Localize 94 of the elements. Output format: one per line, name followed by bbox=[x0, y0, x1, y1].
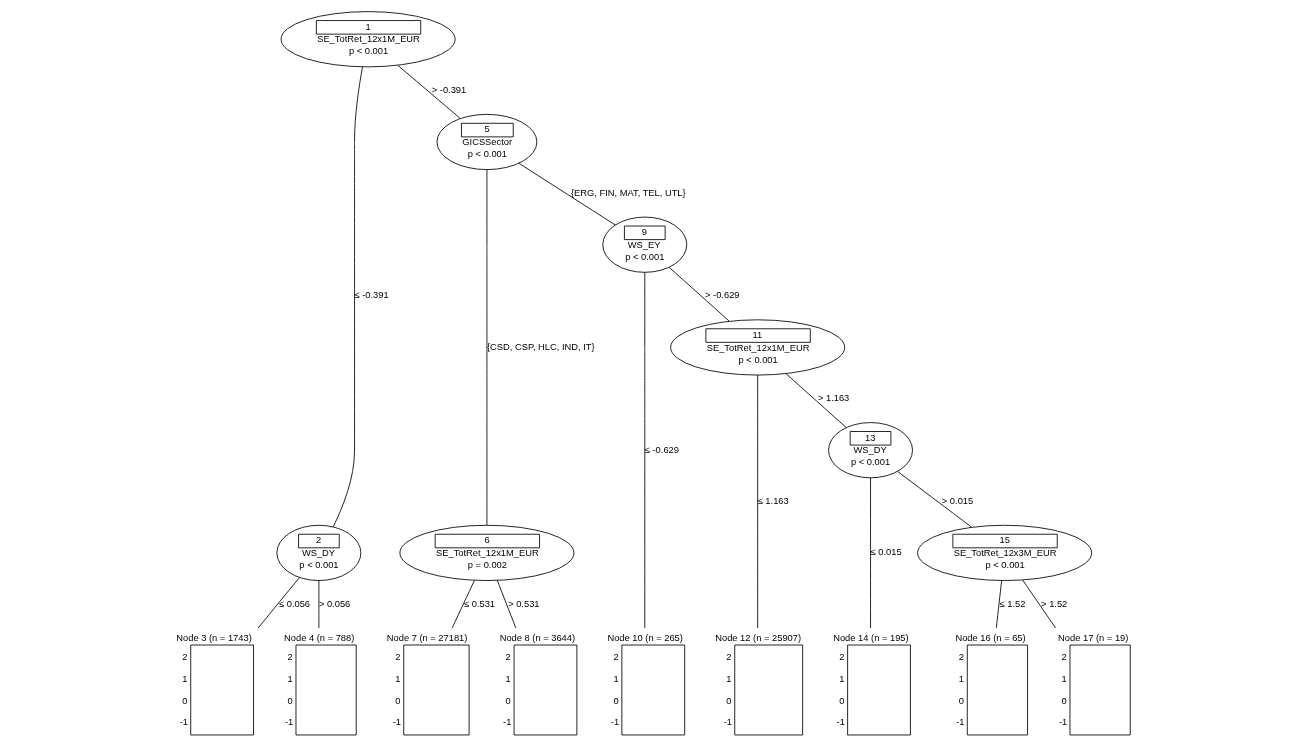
connector bbox=[517, 162, 616, 226]
node-label: 0 bbox=[505, 695, 511, 706]
node-label: 0 bbox=[394, 695, 400, 706]
connector bbox=[756, 374, 758, 629]
node-label: 0 bbox=[838, 695, 844, 706]
edge-label: {ERG, FIN, MAT, TEL, UTL} bbox=[570, 187, 686, 198]
connector bbox=[668, 267, 730, 322]
node-box bbox=[189, 644, 254, 736]
node-label: Node 3 (n = 1743) bbox=[175, 632, 252, 643]
node-label: 0 bbox=[286, 695, 293, 706]
connector bbox=[995, 580, 1002, 629]
node-box bbox=[513, 644, 577, 736]
connector bbox=[496, 580, 516, 629]
node-label: -1 bbox=[955, 717, 965, 728]
node-label: -1 bbox=[836, 717, 845, 728]
node-label: -1 bbox=[610, 717, 619, 728]
node-ellipse: 15 SE_TotRet_12x3M_EUR p < 0.001 bbox=[916, 524, 1092, 581]
node-box bbox=[620, 644, 685, 736]
node-label: 0 bbox=[958, 695, 964, 706]
node-label: 1 bbox=[958, 674, 964, 685]
node-label: 1 bbox=[612, 674, 619, 685]
edge-label: > 0.056 bbox=[318, 598, 350, 609]
connector bbox=[317, 580, 319, 629]
node-ellipse: 6 SE_TotRet_12x1M_EUR p = 0.002 bbox=[398, 524, 574, 581]
node-ellipse: 2 WS_DY p < 0.001 bbox=[275, 524, 361, 581]
connector bbox=[451, 580, 475, 629]
edge-label: > 1.52 bbox=[1040, 598, 1067, 609]
edge-label: ≤ 1.52 bbox=[999, 598, 1025, 609]
node-box bbox=[846, 644, 911, 736]
connector bbox=[643, 271, 645, 629]
edge-label: > 0.015 bbox=[941, 495, 973, 506]
connector bbox=[486, 169, 487, 526]
node-label: 2 bbox=[286, 652, 293, 663]
connector bbox=[896, 471, 972, 528]
node-box bbox=[733, 644, 803, 736]
connector bbox=[257, 577, 300, 629]
node-label: 2 bbox=[958, 652, 964, 663]
node-label: Node 17 (n = 19) bbox=[1057, 632, 1128, 643]
node-label: 1 bbox=[838, 674, 844, 685]
node-box bbox=[1069, 644, 1131, 736]
node-label: 0 bbox=[1061, 695, 1067, 706]
node-label: -1 bbox=[179, 717, 188, 728]
connector bbox=[332, 66, 363, 528]
node-label: 1 bbox=[1061, 674, 1067, 685]
node-label: Node 4 (n = 788) bbox=[283, 632, 354, 643]
node-label: 2 bbox=[1061, 652, 1067, 663]
node-label: Node 8 (n = 3644) bbox=[499, 632, 575, 643]
node-label: Node 14 (n = 195) bbox=[832, 632, 909, 643]
node-label: 0 bbox=[612, 695, 619, 706]
node-label: -1 bbox=[1058, 717, 1067, 728]
node-label: 2 bbox=[394, 652, 400, 663]
node-label: Node 10 (n = 265) bbox=[606, 632, 683, 643]
edge-label: > -0.391 bbox=[431, 84, 466, 95]
node-label: 0 bbox=[725, 695, 731, 706]
node-label: -1 bbox=[284, 717, 293, 728]
node-label: 1 bbox=[181, 674, 187, 685]
edge-label: ≤ -0.391 bbox=[354, 290, 389, 301]
edge-label: ≤ -0.629 bbox=[644, 444, 679, 455]
node-ellipse: 1 SE_TotRet_12x1M_EUR p < 0.001 bbox=[280, 11, 456, 68]
connector bbox=[396, 64, 460, 119]
node-label: 1 bbox=[505, 674, 511, 685]
node-box bbox=[402, 644, 470, 736]
node-label: 1 bbox=[725, 674, 731, 685]
node-ellipse: 5 GICSSector p < 0.001 bbox=[436, 113, 537, 170]
connector bbox=[1021, 579, 1056, 629]
node-label: 2 bbox=[725, 652, 731, 663]
edge-label: > 0.531 bbox=[507, 598, 540, 609]
node-label: Node 12 (n = 25907) bbox=[714, 632, 801, 643]
node-label: -1 bbox=[723, 717, 732, 728]
edge-label: ≤ 0.531 bbox=[463, 598, 495, 609]
node-label: Node 7 (n = 27181) bbox=[386, 632, 467, 643]
edge-label: ≤ 0.056 bbox=[278, 598, 310, 609]
node-box bbox=[295, 644, 357, 736]
node-label: -1 bbox=[392, 717, 401, 728]
node-label: 0 bbox=[181, 695, 187, 706]
node-label: 2 bbox=[505, 652, 511, 663]
connector bbox=[869, 477, 871, 629]
node-label: 2 bbox=[838, 652, 844, 663]
node-label: Node 16 (n = 65) bbox=[954, 632, 1026, 643]
node-label: -1 bbox=[502, 717, 511, 728]
node-label: 1 bbox=[286, 674, 293, 685]
node-box bbox=[966, 644, 1028, 736]
node-label: 2 bbox=[612, 652, 619, 663]
edge-label: {CSD, CSP, HLC, IND, IT} bbox=[486, 341, 595, 352]
edge-label: ≤ 1.163 bbox=[757, 495, 789, 506]
node-label: 2 bbox=[181, 652, 187, 663]
node-label: 1 bbox=[394, 674, 400, 685]
node-ellipse: 11 SE_TotRet_12x1M_EUR p < 0.001 bbox=[669, 319, 845, 376]
node-ellipse: 13 WS_DY p < 0.001 bbox=[827, 422, 913, 479]
edge-label: ≤ 0.015 bbox=[870, 547, 902, 558]
node-ellipse: 9 WS_EY p < 0.001 bbox=[601, 216, 687, 273]
connector bbox=[785, 373, 847, 429]
edge-label: > -0.629 bbox=[704, 290, 740, 301]
edge-label: > 1.163 bbox=[817, 393, 849, 404]
